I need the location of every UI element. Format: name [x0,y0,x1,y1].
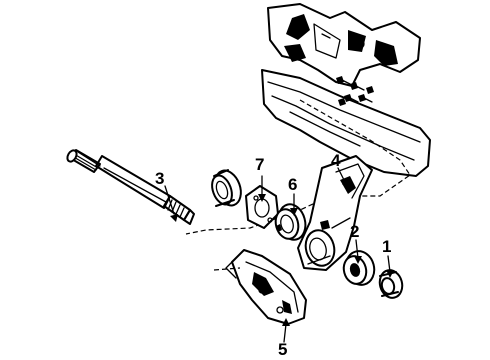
callout-4: 4 [331,151,341,170]
axis-center-line [213,267,241,271]
callout-labels: 3 7 6 4 2 1 5 [155,151,391,359]
engine-block-outline [261,3,431,177]
intermediate-shaft [66,149,195,225]
callout-3: 3 [155,169,164,188]
mounting-studs [336,76,374,106]
callout-7: 7 [255,155,264,174]
support-bearing [274,203,307,241]
callout-1: 1 [382,237,391,256]
callout-leaders [164,167,394,343]
callout-6: 6 [288,175,297,194]
flange-spacer-ring [211,169,242,207]
callout-2: 2 [350,222,359,241]
lower-bracket-shield [225,249,307,325]
callout-5: 5 [278,340,287,359]
outer-bearing [342,250,376,286]
